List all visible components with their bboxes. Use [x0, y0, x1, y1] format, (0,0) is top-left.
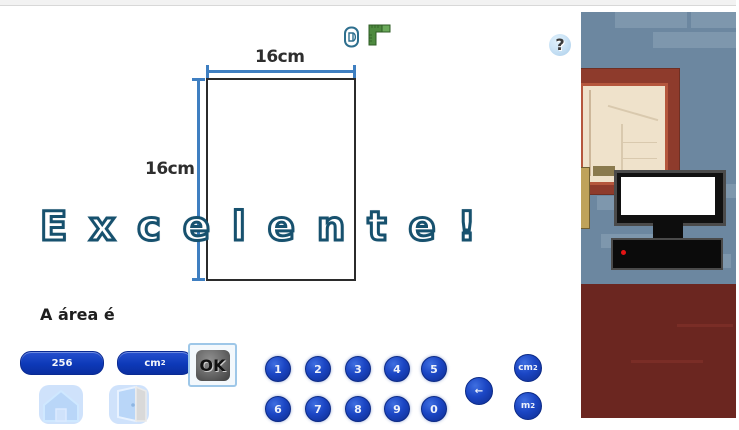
answer-value-field[interactable]: 256	[20, 351, 104, 375]
answer-unit-text: cm	[144, 357, 161, 369]
exit-icon	[109, 385, 149, 424]
ok-button-label: OK	[199, 355, 226, 375]
keypad-key-7[interactable]: 7	[305, 396, 331, 422]
backspace-button[interactable]: ←	[465, 377, 493, 405]
unit-m2-label: m	[520, 401, 531, 411]
feedback-letter: t	[366, 204, 388, 250]
window-right-edge	[736, 0, 739, 430]
keypad-key-3[interactable]: 3	[345, 356, 371, 382]
keypad-key-4[interactable]: 4	[384, 356, 410, 382]
height-dimension-line	[197, 78, 200, 281]
width-label: 16cm	[255, 47, 305, 67]
feedback-message: E x c e l e n t e !	[38, 199, 560, 255]
unit-cm2-exponent: 2	[532, 364, 538, 372]
brick	[691, 12, 736, 28]
width-dimension-line	[206, 70, 356, 73]
backspace-icon: ←	[474, 385, 484, 397]
window-top-divider	[0, 5, 739, 6]
feedback-letter: e	[407, 204, 437, 250]
keypad-key-8[interactable]: 8	[345, 396, 371, 422]
ruler-icon[interactable]	[368, 24, 392, 46]
feedback-letter: e	[181, 204, 211, 250]
television	[614, 170, 726, 226]
keypad-key-9[interactable]: 9	[384, 396, 410, 422]
keypad-key-label: 3	[354, 362, 362, 376]
floor-line	[677, 324, 733, 327]
answer-unit-exponent: 2	[160, 359, 166, 367]
keypad-key-label: 7	[314, 402, 322, 416]
keypad-key-1[interactable]: 1	[265, 356, 291, 382]
feedback-letter: x	[88, 204, 117, 250]
keypad-key-0[interactable]: 0	[421, 396, 447, 422]
exit-button[interactable]	[108, 381, 154, 425]
window-top-strip	[0, 0, 739, 6]
keypad-key-label: 5	[430, 362, 438, 376]
power-led	[621, 250, 626, 255]
feedback-letter: c	[136, 204, 163, 250]
feedback-letter: e	[266, 204, 296, 250]
brick	[653, 32, 736, 48]
keypad-key-label: 8	[354, 402, 362, 416]
keypad-key-label: 9	[393, 402, 401, 416]
ok-button-knob: OK	[195, 349, 230, 381]
exercise-stage: ? 16cm 16cm E x c e l e n t e ! A área é…	[0, 6, 579, 430]
unit-cm2-label: cm	[518, 363, 533, 373]
keypad-key-label: 6	[274, 402, 282, 416]
help-icon: ?	[555, 35, 565, 54]
keypad-key-6[interactable]: 6	[265, 396, 291, 422]
lamp	[581, 167, 590, 229]
brick	[615, 12, 687, 28]
keypad-key-5[interactable]: 5	[421, 356, 447, 382]
ruler-icon-glyph	[368, 24, 391, 46]
unit-m2-exponent: 2	[530, 402, 536, 410]
feedback-letter: !	[456, 204, 477, 250]
ok-button[interactable]: OK	[188, 343, 237, 387]
tv-stand	[653, 220, 683, 238]
keypad-key-label: 4	[393, 362, 401, 376]
feedback-letter: E	[38, 204, 68, 250]
keypad-key-label: 1	[274, 362, 282, 376]
answer-value-text: 256	[51, 357, 73, 369]
keypad-key-label: 2	[314, 362, 322, 376]
home-icon	[39, 385, 83, 424]
feedback-letter: n	[315, 204, 347, 250]
area-prompt-label: A área é	[40, 305, 115, 324]
sound-icon[interactable]	[343, 26, 360, 48]
keypad-key-label: 0	[430, 402, 438, 416]
tv-screen	[621, 177, 715, 215]
lower-wall	[581, 284, 736, 418]
feedback-letter: l	[231, 204, 248, 250]
rectangle-figure	[206, 78, 356, 281]
help-button[interactable]: ?	[549, 34, 571, 56]
keypad-key-2[interactable]: 2	[305, 356, 331, 382]
room-illustration	[581, 12, 736, 418]
media-console	[611, 238, 723, 270]
home-button[interactable]	[38, 381, 84, 425]
sound-icon-glyph	[344, 26, 359, 48]
height-label: 16cm	[145, 159, 195, 179]
floor-line	[631, 360, 703, 363]
